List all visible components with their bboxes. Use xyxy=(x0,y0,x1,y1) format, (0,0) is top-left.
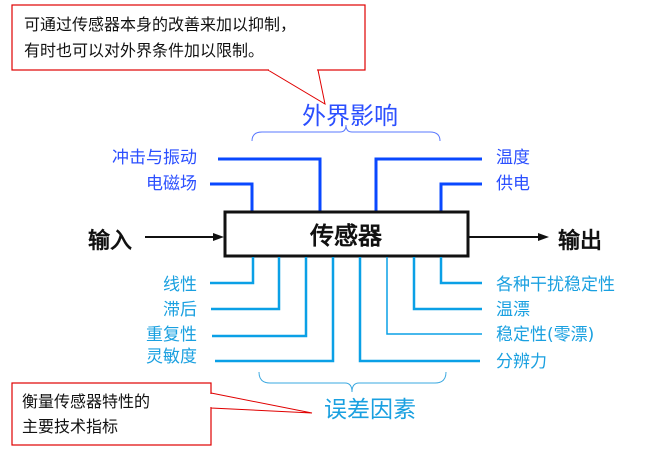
output-arrowhead xyxy=(538,233,549,241)
external-right-1: 温度 xyxy=(496,148,530,168)
external-brace xyxy=(251,124,441,142)
external-left-1: 冲击与振动 xyxy=(112,148,197,168)
external-left-2: 电磁场 xyxy=(146,174,197,194)
error-connectors xyxy=(210,257,482,363)
input-label: 输入 xyxy=(88,228,132,254)
callout-top-line2: 有时也可以对外界条件加以限制。 xyxy=(24,41,264,60)
callout-bottom-line2: 主要技术指标 xyxy=(22,417,118,436)
error-left-4: 灵敏度 xyxy=(146,347,197,367)
sensor-box xyxy=(223,210,470,258)
sensor-label: 传感器 xyxy=(309,222,383,250)
external-connectors xyxy=(210,157,482,212)
callout-bottom: 衡量传感器特性的 主要技术指标 xyxy=(11,382,313,446)
error-right-2: 温漂 xyxy=(496,300,530,320)
error-right-1: 各种干扰稳定性 xyxy=(496,275,615,295)
error-title: 误差因素 xyxy=(324,397,416,423)
external-title: 外界影响 xyxy=(302,102,398,130)
error-left-1: 线性 xyxy=(163,275,197,295)
error-left-2: 滞后 xyxy=(163,300,197,320)
error-right-3: 稳定性(零漂) xyxy=(496,325,594,345)
error-left-3: 重复性 xyxy=(146,325,197,345)
input-arrowhead xyxy=(213,233,224,241)
callout-bottom-line1: 衡量传感器特性的 xyxy=(22,392,150,411)
callout-top: 可通过传感器本身的改善来加以抑制， 有时也可以对外界条件加以限制。 xyxy=(11,4,366,106)
error-brace xyxy=(258,371,447,393)
output-label: 输出 xyxy=(558,228,602,254)
error-right-4: 分辨力 xyxy=(496,352,547,372)
callout-top-line1: 可通过传感器本身的改善来加以抑制， xyxy=(24,15,296,34)
external-right-2: 供电 xyxy=(496,174,530,194)
